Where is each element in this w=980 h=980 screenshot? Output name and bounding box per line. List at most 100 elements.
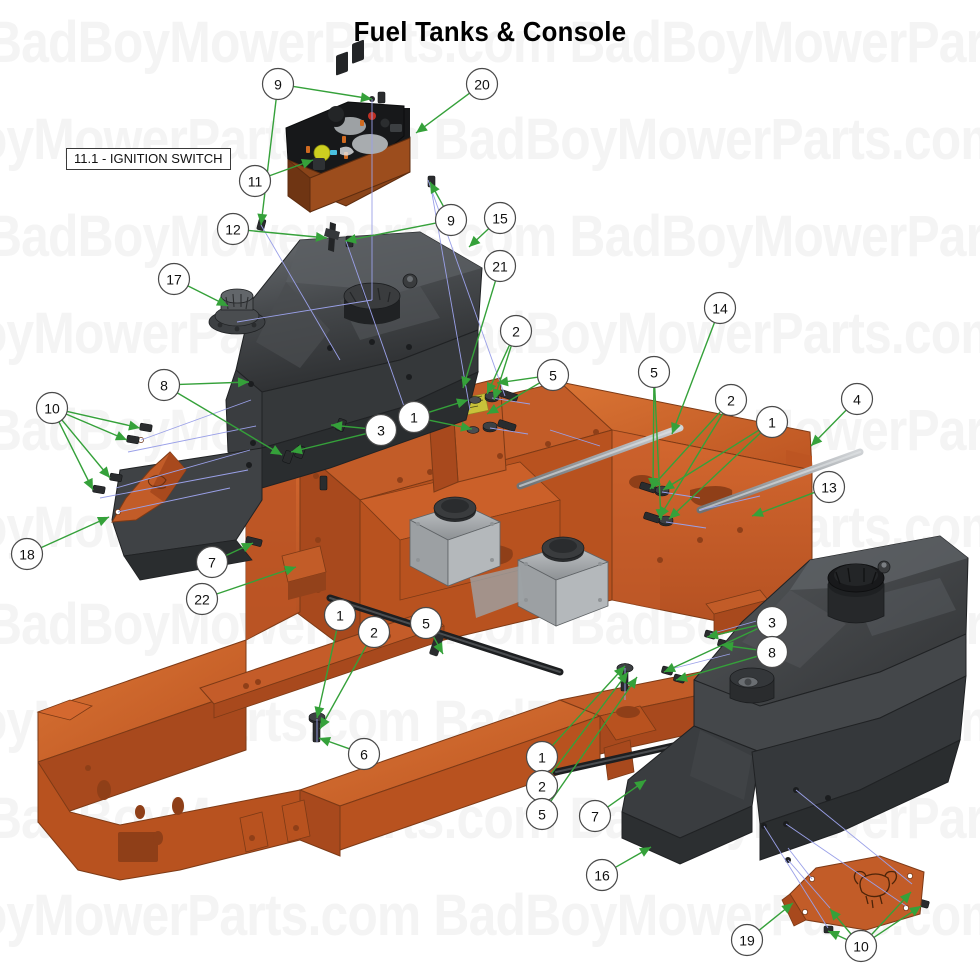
callout-number: 1 bbox=[538, 750, 546, 766]
callout-circle bbox=[195, 545, 229, 579]
callout-number: 6 bbox=[360, 747, 368, 763]
callout-8[interactable]: 8 bbox=[147, 368, 181, 402]
leader-line bbox=[58, 421, 94, 491]
left-bracket bbox=[111, 437, 187, 523]
leader-arrowhead bbox=[487, 381, 497, 394]
callout-5[interactable]: 5 bbox=[409, 606, 443, 640]
callout-number: 2 bbox=[727, 393, 735, 409]
callout-7[interactable]: 7 bbox=[578, 799, 612, 833]
callout-10[interactable]: 10 bbox=[844, 929, 878, 963]
callout-circle bbox=[840, 382, 874, 416]
callout-number: 3 bbox=[768, 615, 776, 631]
callout-9[interactable]: 9 bbox=[261, 67, 295, 101]
leader-arrowhead bbox=[300, 159, 313, 169]
callout-1[interactable]: 1 bbox=[323, 598, 357, 632]
callout-8[interactable]: 8 bbox=[755, 635, 789, 669]
callout-5[interactable]: 5 bbox=[525, 797, 559, 831]
leader-arrowhead bbox=[319, 736, 332, 747]
callout-circle bbox=[35, 391, 69, 425]
callout-2[interactable]: 2 bbox=[525, 769, 559, 803]
callout-14[interactable]: 14 bbox=[703, 291, 737, 325]
callout-3[interactable]: 3 bbox=[755, 605, 789, 639]
leader-arrowhead bbox=[345, 233, 357, 244]
callout-number: 21 bbox=[492, 259, 508, 275]
callout-number: 11 bbox=[248, 174, 263, 190]
callout-7[interactable]: 7 bbox=[195, 545, 229, 579]
callout-circle bbox=[483, 201, 517, 235]
callout-circle bbox=[730, 923, 764, 957]
callout-circle bbox=[238, 164, 272, 198]
leader-arrowhead bbox=[416, 122, 428, 133]
leader-line bbox=[216, 566, 297, 595]
leader-line bbox=[675, 655, 758, 681]
leader-arrowhead bbox=[215, 296, 228, 306]
leader-arrowhead bbox=[433, 641, 443, 654]
leader-arrowhead bbox=[96, 516, 109, 527]
callout-9[interactable]: 9 bbox=[434, 203, 468, 237]
callout-1[interactable]: 1 bbox=[755, 405, 789, 439]
leader-line bbox=[61, 419, 111, 479]
callout-10[interactable]: 10 bbox=[35, 391, 69, 425]
leader-line bbox=[260, 99, 277, 226]
callout-22[interactable]: 22 bbox=[185, 582, 219, 616]
console-assembly bbox=[285, 39, 411, 213]
leader-arrowhead bbox=[291, 444, 303, 455]
callout-number: 2 bbox=[512, 324, 520, 340]
leader-arrowhead bbox=[269, 445, 282, 455]
callout-12[interactable]: 12 bbox=[216, 212, 250, 246]
callout-number: 5 bbox=[422, 616, 430, 632]
leader-arrowhead bbox=[331, 421, 343, 432]
callout-1[interactable]: 1 bbox=[525, 740, 559, 774]
leader-arrowhead bbox=[240, 543, 253, 553]
leader-line bbox=[658, 412, 724, 519]
callout-5[interactable]: 5 bbox=[637, 355, 671, 389]
leader-line bbox=[551, 665, 626, 747]
callout-13[interactable]: 13 bbox=[812, 470, 846, 504]
callout-number: 3 bbox=[377, 423, 385, 439]
right-bracket bbox=[781, 855, 925, 931]
leader-arrowhead bbox=[360, 92, 372, 103]
callout-17[interactable]: 17 bbox=[157, 262, 191, 296]
callout-1[interactable]: 1 bbox=[397, 400, 431, 434]
callout-number: 5 bbox=[549, 368, 557, 384]
callout-15[interactable]: 15 bbox=[483, 201, 517, 235]
callout-6[interactable]: 6 bbox=[347, 737, 381, 771]
callout-11[interactable]: 11 bbox=[238, 164, 272, 198]
callout-19[interactable]: 19 bbox=[730, 923, 764, 957]
leader-arrowhead bbox=[899, 892, 911, 904]
callout-circle bbox=[261, 67, 295, 101]
leader-arrowhead bbox=[487, 404, 500, 414]
callout-4[interactable]: 4 bbox=[840, 382, 874, 416]
callout-circle bbox=[364, 413, 398, 447]
callout-2[interactable]: 2 bbox=[499, 314, 533, 348]
callout-3[interactable]: 3 bbox=[364, 413, 398, 447]
callout-16[interactable]: 16 bbox=[585, 858, 619, 892]
leader-arrowhead bbox=[669, 507, 681, 519]
leader-line bbox=[316, 629, 338, 719]
leader-arrowhead bbox=[909, 906, 921, 917]
callout-number: 1 bbox=[768, 415, 776, 431]
callout-number: 9 bbox=[274, 77, 282, 93]
callout-circle bbox=[703, 291, 737, 325]
callout-circle bbox=[347, 737, 381, 771]
leader-line bbox=[66, 410, 141, 429]
callout-number: 8 bbox=[160, 378, 168, 394]
leader-arrowhead bbox=[752, 507, 765, 517]
callout-18[interactable]: 18 bbox=[10, 537, 44, 571]
callout-number: 15 bbox=[492, 211, 508, 227]
callout-number: 5 bbox=[650, 365, 658, 381]
callout-21[interactable]: 21 bbox=[483, 249, 517, 283]
callout-number: 14 bbox=[712, 301, 728, 317]
leader-arrowhead bbox=[781, 903, 793, 914]
callout-20[interactable]: 20 bbox=[465, 67, 499, 101]
callout-number: 2 bbox=[538, 779, 546, 795]
callout-2[interactable]: 2 bbox=[714, 383, 748, 417]
leader-arrowhead bbox=[663, 479, 675, 490]
callout-2[interactable]: 2 bbox=[357, 615, 391, 649]
callout-circle bbox=[844, 929, 878, 963]
leader-arrowhead bbox=[617, 672, 628, 684]
hydraulic-pump-right bbox=[470, 536, 610, 627]
callout-5[interactable]: 5 bbox=[536, 358, 570, 392]
